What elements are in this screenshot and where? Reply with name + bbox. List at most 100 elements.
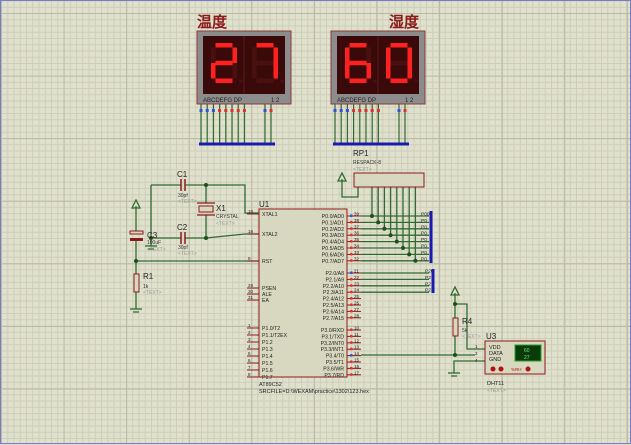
pin-number: 34	[354, 244, 360, 249]
segment-a	[349, 43, 367, 48]
pin-name: P1.1/T2EX	[262, 333, 288, 339]
sensor-dht11[interactable]: U3 VDD DATA GND 60 27 %RH DHT11 <TEXT> 1…	[475, 332, 546, 394]
pin-name: P0.5/AD5	[322, 246, 344, 252]
capacitor-c3[interactable]: C3 100uF <TEXT>	[129, 230, 166, 253]
pin-name: P0.3/AD3	[322, 233, 344, 239]
segment-e	[252, 63, 257, 79]
pin-name: P3.6/WR	[323, 366, 344, 372]
segment-dp	[280, 79, 284, 83]
capacitor-c1[interactable]: C1 30pf <TEXT>	[177, 170, 197, 205]
segment-d	[390, 78, 408, 83]
dht-lcd-temperature: 27	[524, 355, 530, 361]
pin-name: P2.4/A12	[323, 297, 344, 303]
pin-name: P2.7/A15	[323, 316, 344, 322]
c1-value: 30pf	[178, 193, 188, 199]
c3-ref: C3	[147, 231, 158, 240]
respack-rp1[interactable]: RP1 RESPACK-8 <TEXT>	[353, 149, 425, 188]
pin-number: 24	[354, 288, 360, 293]
pin-number: 31	[248, 295, 254, 300]
temperature-display[interactable]: 温度 ABCDEFG DP 1 2	[196, 13, 292, 105]
pin-name: P1.3	[262, 347, 273, 353]
x1-text: <TEXT>	[216, 221, 235, 227]
segment-b	[273, 47, 278, 63]
pin-name: XTAL1	[262, 212, 278, 218]
pin-number: 15	[354, 358, 360, 363]
segment-c	[273, 63, 278, 79]
pin-name: P3.2/INT0	[321, 341, 344, 347]
pin-number: 8	[248, 372, 251, 377]
u3-ref: U3	[486, 332, 497, 341]
dht-button-mode[interactable]	[525, 366, 531, 372]
u1-srcfile: SRCFILE=D:\WEXAM\practice\1302\123.hex	[259, 389, 369, 395]
pin-number: 7	[248, 365, 251, 370]
resistor-r1[interactable]: R1 1k <TEXT>	[133, 272, 162, 296]
dht-button-down[interactable]	[490, 366, 496, 372]
pin-number: 22	[354, 275, 360, 280]
c1-text: <TEXT>	[178, 199, 197, 205]
pin-number: 5	[248, 351, 251, 356]
pin-name: P2.0/A8	[326, 271, 345, 277]
pin-number: 11	[354, 332, 359, 337]
segment-f	[211, 47, 216, 63]
c3-text: <TEXT>	[147, 247, 166, 253]
segment-g	[256, 60, 274, 66]
pin-number: 29	[248, 283, 254, 288]
r4-ref: R4	[462, 317, 473, 326]
dht-button-up[interactable]	[498, 366, 504, 372]
pin-number: 9	[248, 256, 251, 261]
pin-name: PSEN	[262, 286, 276, 292]
pin-number: 36	[354, 231, 360, 236]
rp1-ref: RP1	[353, 149, 369, 158]
pin-name: P2.1/A9	[326, 277, 345, 283]
bus-label: P0	[421, 237, 427, 243]
pin-number: 4	[248, 344, 251, 349]
bus-label: P0	[421, 256, 427, 262]
capacitor-c2[interactable]: C2 30pf <TEXT>	[177, 223, 197, 257]
pin-name: RST	[262, 259, 273, 265]
u3-part: DHT11	[487, 381, 504, 387]
pin-name: EA	[262, 298, 269, 304]
dht-unit-label: %RH	[511, 367, 522, 372]
x1-part: CRYSTAL	[216, 214, 239, 220]
bus-label: P0	[421, 250, 427, 256]
temperature-title: 温度	[197, 13, 228, 31]
pin-name: P0.7/AD7	[322, 259, 344, 265]
c2-text: <TEXT>	[178, 251, 197, 257]
pin-name: P1.0/T2	[262, 326, 280, 332]
segment-f	[345, 47, 350, 63]
r1-value: 1k	[143, 284, 149, 290]
pin-number: 26	[354, 301, 360, 306]
dht-pin-num: 1	[475, 344, 478, 349]
segment-f	[252, 47, 257, 63]
crystal-x1[interactable]: X1 CRYSTAL <TEXT>	[197, 202, 239, 227]
pin-number: 17	[354, 370, 360, 375]
r4-value: 5k	[462, 328, 468, 334]
pin-number: 23	[354, 281, 360, 286]
pin-name: P0.6/AD6	[322, 252, 344, 258]
resistor-r4[interactable]: R4 5k <TEXT>	[452, 317, 481, 340]
u1-ref: U1	[259, 200, 270, 209]
segment-dp	[414, 79, 418, 83]
bus-label: P0	[421, 218, 427, 224]
u1-left-pins: 19XTAL118XTAL29RST29PSEN30ALE31EA1P1.0/T…	[247, 209, 288, 381]
bus-label: P0	[421, 244, 427, 250]
r4-text: <TEXT>	[462, 334, 481, 340]
x1-ref: X1	[216, 204, 226, 213]
display-digit-labels: 1 2	[405, 98, 414, 104]
pin-name: P1.4	[262, 354, 273, 360]
dht-pin-vdd: VDD	[489, 345, 501, 351]
seven-segment-digits	[345, 43, 418, 83]
dht-pin-gnd: GND	[489, 357, 501, 363]
bus-label: P2	[425, 281, 431, 287]
segment-e	[211, 63, 216, 79]
humidity-display[interactable]: 湿度 ABCDEFG DP 1 2	[330, 13, 426, 105]
mcu-u1[interactable]: U1 19XTAL118XTAL29RST29PSEN30ALE31EA1P1.…	[247, 200, 369, 395]
bus-label: P00	[421, 212, 430, 218]
dht-pin-num: 4	[475, 358, 478, 363]
pin-name: P3.7/RD	[324, 373, 344, 379]
pin-number: 37	[354, 224, 360, 229]
segment-d	[349, 78, 367, 83]
